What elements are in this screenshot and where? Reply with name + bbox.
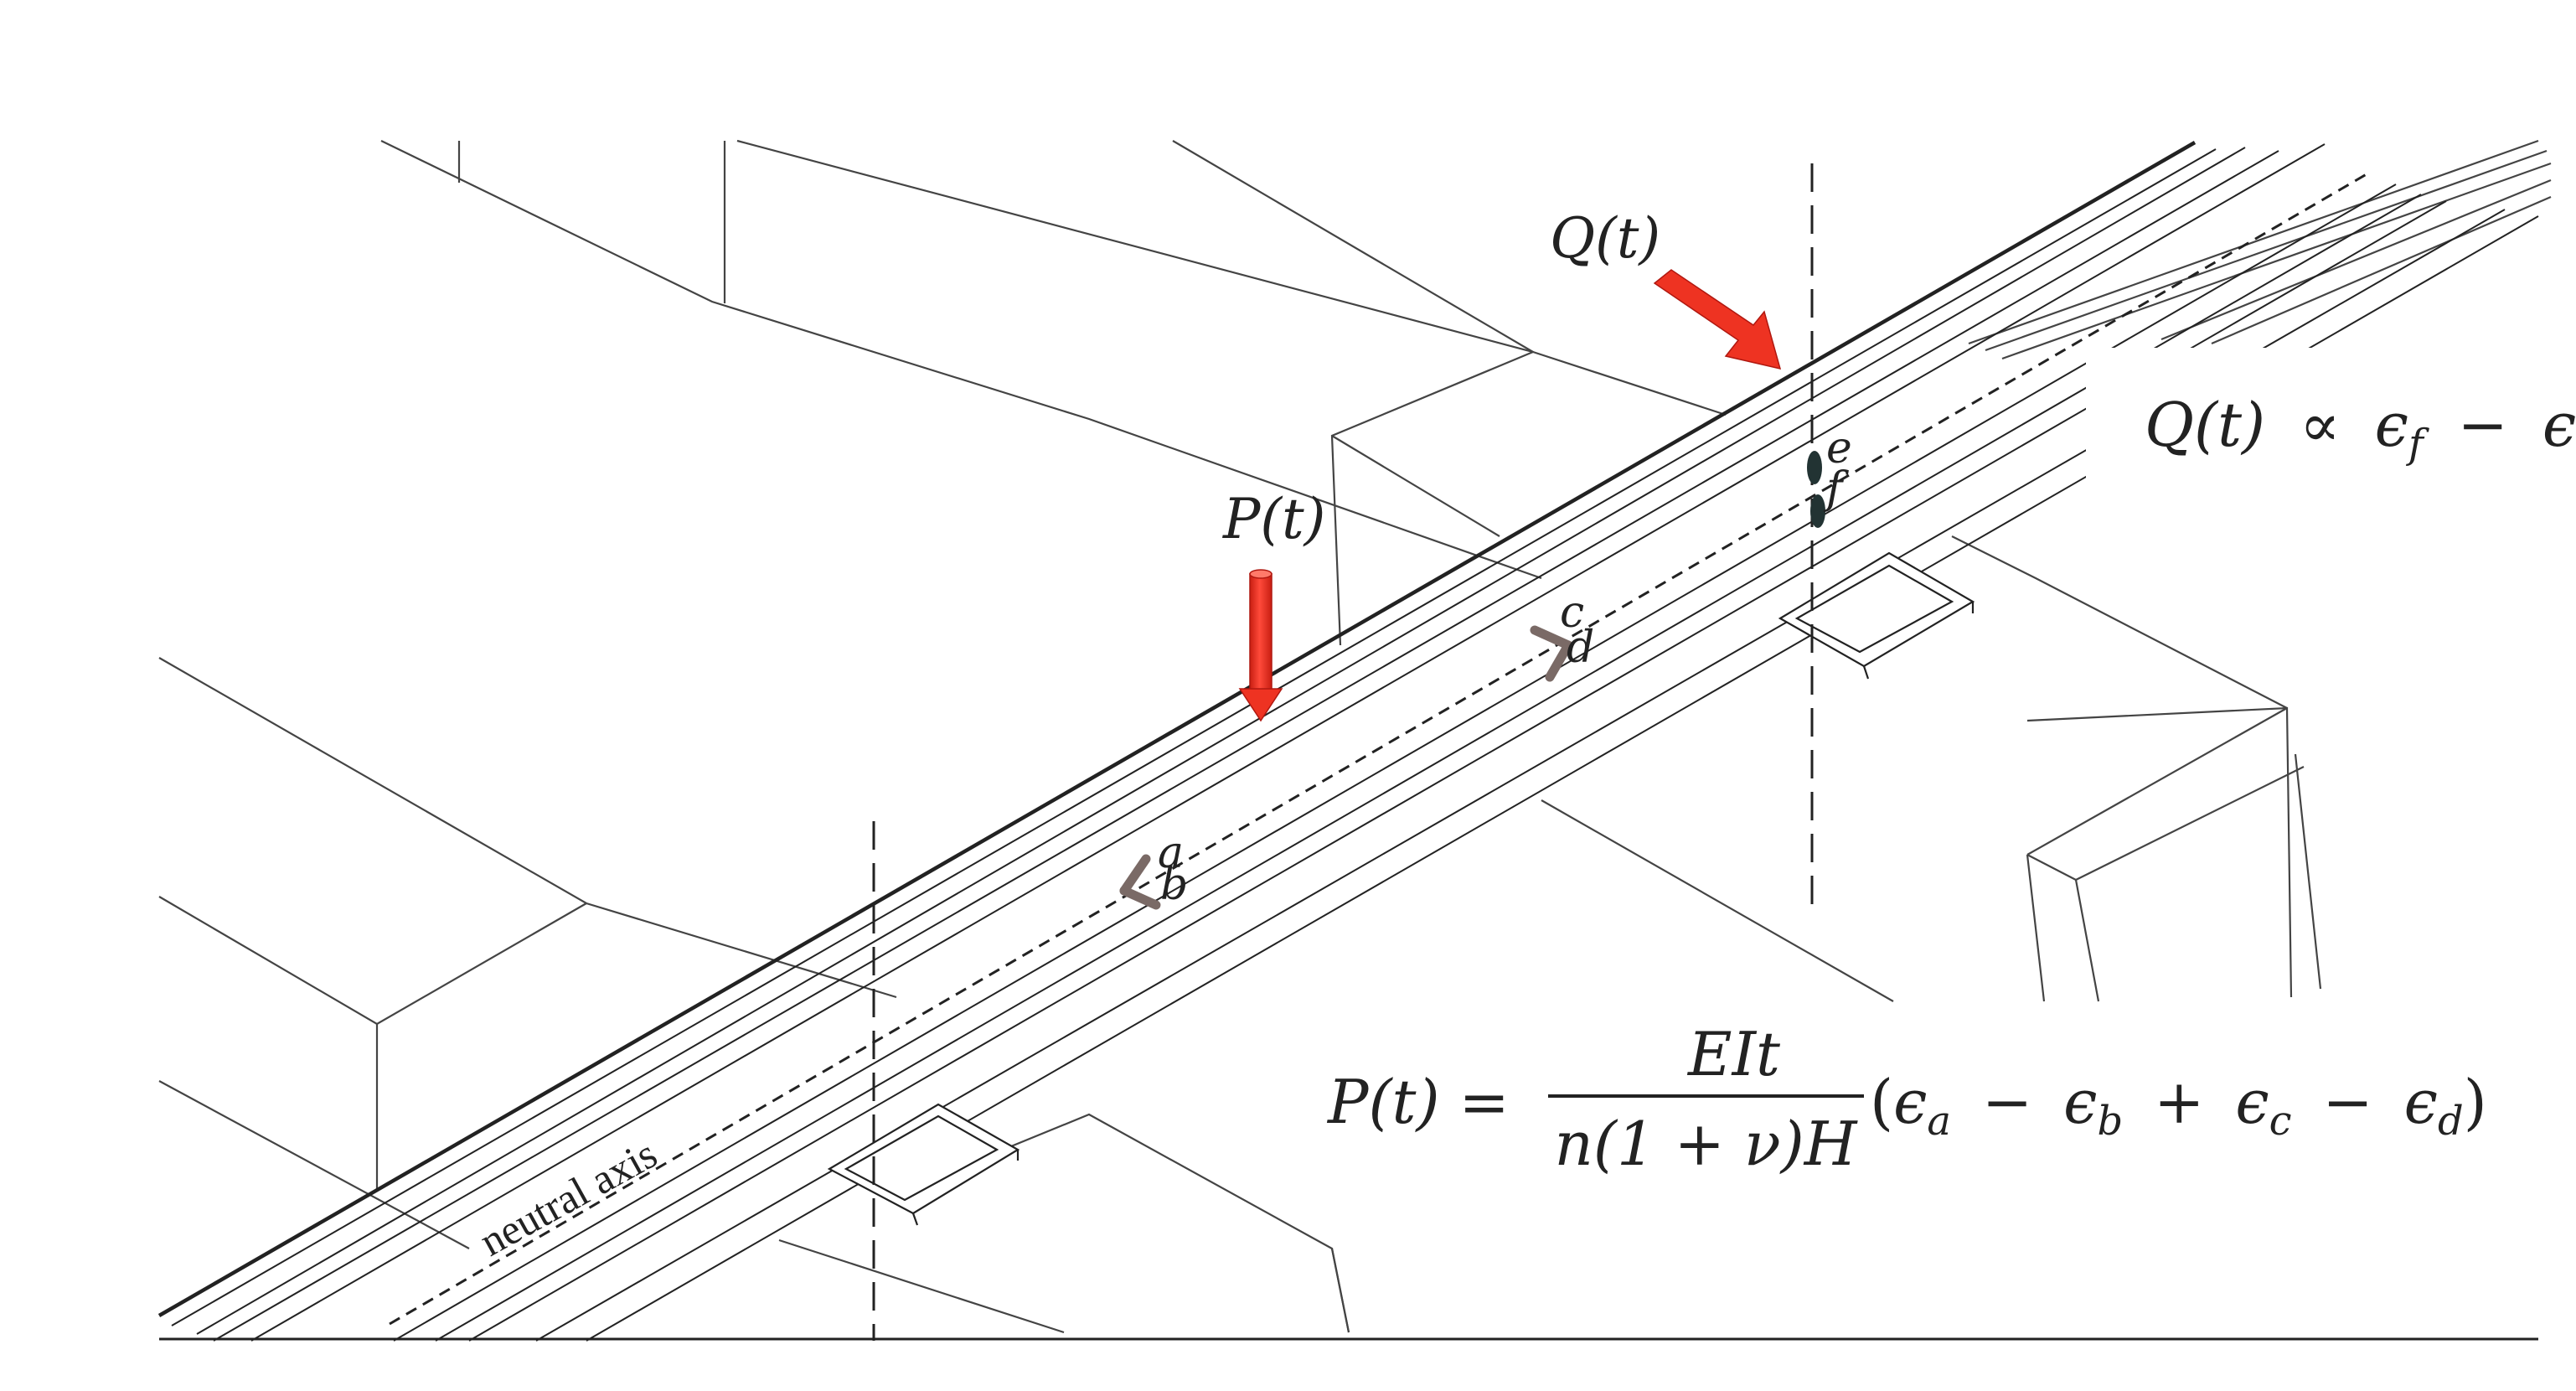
gauge-pair-ef: [1807, 451, 1825, 528]
gauge-label-e: e: [1826, 423, 1852, 473]
formula-q-background: [2086, 348, 2576, 490]
gauge-label-d: d: [1567, 623, 1594, 673]
force-arrow-q: [1653, 269, 1782, 370]
svg-text:(ϵa − ϵb +: (ϵa − ϵb + ϵc − ϵd): [1870, 1067, 2487, 1149]
rail: [157, 141, 2539, 1342]
svg-text:EIt: EIt: [1686, 1019, 1781, 1089]
gauge-pair-cd: [1530, 625, 1573, 682]
neutral-axis-line: [389, 170, 2372, 1326]
gauge-pair-ab: [1119, 854, 1161, 910]
gauge-label-c: c: [1560, 587, 1584, 638]
tie-plate-left: [827, 1103, 1020, 1226]
formula-p: P(t) = EIt n(1 + ν)H (ϵa − ϵb + ϵc − ϵd): [1326, 1019, 2487, 1179]
formula-p-background: [1307, 1006, 2496, 1223]
formula-q: Q(t) ∝ ϵf − ϵe: [2145, 390, 2576, 472]
svg-text:n(1 + ν)H: n(1 + ν)H: [1554, 1109, 1857, 1179]
label-p-force: P(t): [1222, 487, 1325, 551]
gauge-label-a: a: [1158, 828, 1184, 878]
label-q-force: Q(t): [1550, 206, 1660, 271]
svg-text:P(t) =: P(t) =: [1326, 1067, 1510, 1137]
gauge-label-b: b: [1160, 860, 1188, 910]
background-sleepers: [158, 139, 2552, 1334]
force-arrow-p: [1238, 569, 1283, 722]
svg-text:Q(t) ∝ ϵf −: Q(t) ∝ ϵf − ϵe: [2145, 390, 2576, 472]
tie-plate-right: [1778, 551, 1975, 680]
